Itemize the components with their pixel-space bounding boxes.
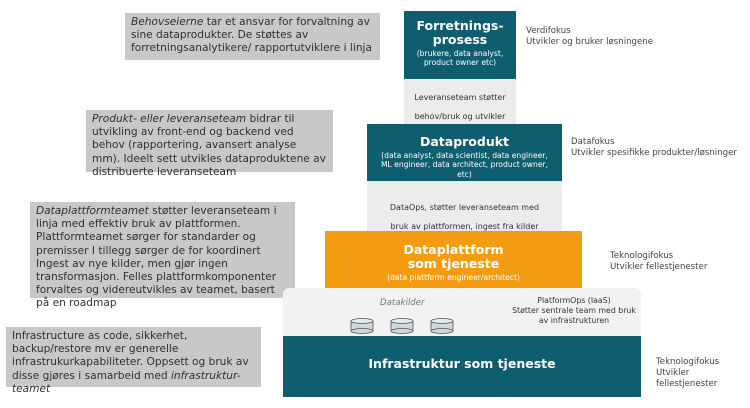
database-icon	[390, 318, 414, 334]
layer-title: Dataprodukt	[419, 134, 510, 149]
datakilder-band	[283, 288, 641, 336]
note-dataplattformteamet: Dataplattformteamet støtter leveransetea…	[30, 202, 295, 309]
note-leveranseteam: Produkt- eller leveranseteam bidrar til …	[86, 110, 333, 178]
note-lead: Dataplattformteamet	[36, 205, 149, 217]
side-label-verdifokus: Verdifokus Utvikler og bruker løsningene	[526, 26, 654, 47]
layer-infrastruktur: Infrastruktur som tjeneste	[283, 336, 641, 397]
dataops-text: DataOps, støtter leveranseteam med bruk …	[389, 203, 540, 231]
side-label-teknologifokus-plattform: Teknologifokus Utvikler fellestjenester	[610, 251, 708, 272]
note-text: støtter leveranseteam i linja med effekt…	[36, 205, 277, 310]
note-lead: Produkt- eller leveranseteam	[92, 113, 247, 125]
layer-dataplattform: Dataplattform som tjeneste (data plattfo…	[325, 231, 582, 288]
layer-title: Dataplattform som tjeneste	[403, 242, 504, 271]
layer-title: Forretnings- prosess	[416, 18, 504, 47]
note-behovseierne: Behovseierne tar et ansvar for forvaltni…	[125, 13, 380, 60]
layer-subtitle: (brukere, data analyst, product owner et…	[416, 49, 504, 68]
note-infrastructure: Infrastructure as code, sikkerhet, backu…	[6, 327, 261, 395]
dataops-support: DataOps, støtter leveranseteam med bruk …	[367, 181, 562, 231]
note-text: Infrastructure as code, sikkerhet, backu…	[12, 330, 249, 382]
note-text: tar et ansvar for forvaltning av sine da…	[131, 16, 372, 55]
database-icon	[430, 318, 454, 334]
note-text: bidrar til utvikling av front-end og bac…	[92, 113, 326, 178]
platformops-label: PlatformOps (IaaS) Støtter sentrale team…	[512, 296, 636, 325]
layer-forretningsprosess: Forretnings- prosess (brukere, data anal…	[404, 11, 516, 79]
layer-title: Infrastruktur som tjeneste	[368, 356, 556, 371]
note-lead: Behovseierne	[131, 16, 204, 28]
datakilder-label: Datakilder	[380, 298, 425, 308]
layer-subtitle: (data analyst, data scientist, data engi…	[380, 151, 549, 179]
database-icon	[350, 318, 374, 334]
layer-dataprodukt: Dataprodukt (data analyst, data scientis…	[367, 124, 562, 181]
side-label-datafokus: Datafokus Utvikler spesifikke produkter/…	[571, 137, 737, 158]
note-lead: infrastruktur-teamet	[12, 369, 241, 395]
layer-subtitle: (data plattform engineer/architect)	[387, 273, 520, 282]
side-label-teknologifokus-infra: Teknologifokus Utvikler fellestjenester	[656, 357, 720, 389]
leveranse-support: Leveranseteam støtter behov/bruk og utvi…	[404, 79, 516, 140]
